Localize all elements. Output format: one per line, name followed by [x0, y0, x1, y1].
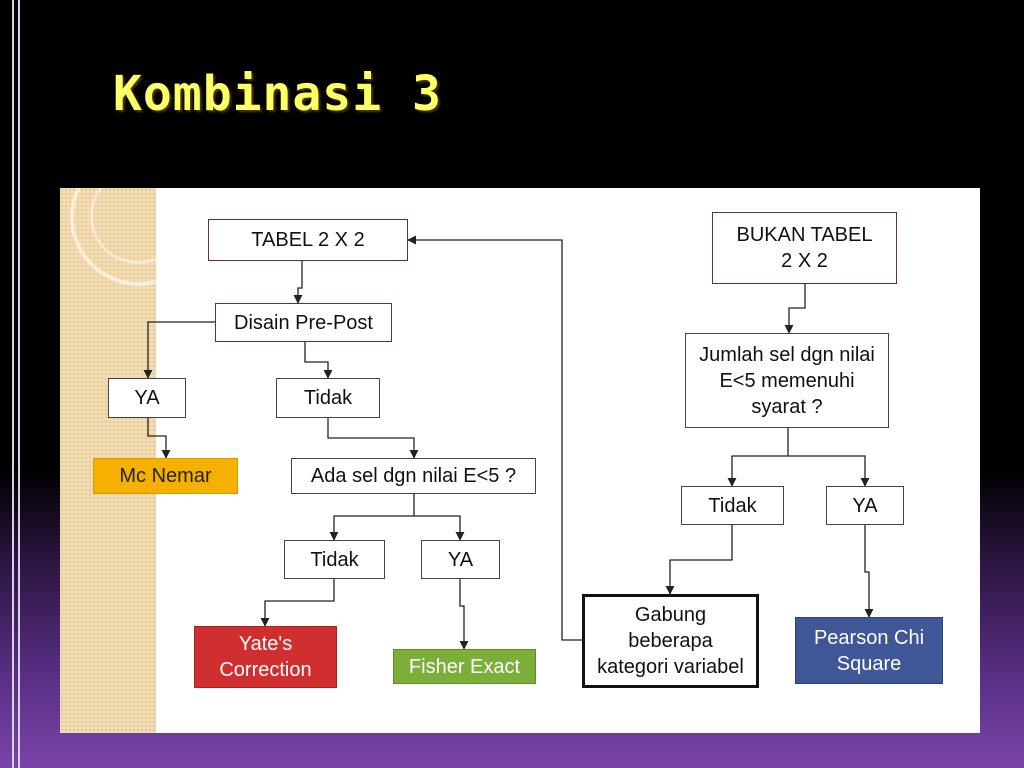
- link-disain-to-ya: [143, 321, 215, 379]
- link-bukan-to-jumlah: [784, 284, 806, 334]
- node-yates-correction: Yate's Correction: [194, 626, 337, 688]
- node-pearson-chi-square: Pearson Chi Square: [795, 617, 943, 684]
- link-tidak2-to-yates: [260, 579, 335, 627]
- link-ya-to-mcnemar: [147, 418, 171, 459]
- node-gabung-line1: Gabung: [634, 604, 707, 626]
- node-ya-left: YA: [108, 378, 186, 418]
- node-fisher-exact: Fisher Exact: [393, 649, 536, 684]
- node-jumlah-line2: E<5 memenuhi: [719, 369, 855, 392]
- node-ada-sel-label: Ada sel dgn nilai E<5 ?: [310, 465, 517, 487]
- node-pearson-line1: Pearson Chi: [813, 626, 925, 649]
- node-ya-2-label: YA: [447, 548, 474, 571]
- slide-edge-line-1: [12, 0, 14, 768]
- node-gabung: Gabung beberapa kategori variabel: [582, 594, 759, 688]
- node-tabel-2x2-label: TABEL 2 X 2: [251, 229, 365, 251]
- node-disain-pre-post-label: Disain Pre-Post: [234, 311, 373, 334]
- node-jumlah-sel: Jumlah sel dgn nilai E<5 memenuhi syarat…: [685, 333, 889, 428]
- decorative-ring-inner: [90, 188, 186, 264]
- link-gabung-to-tabel: [407, 235, 582, 641]
- node-jumlah-line3: syarat ?: [751, 395, 823, 418]
- link-adasel-to-ya: [414, 515, 465, 541]
- node-fisher-exact-label: Fisher Exact: [408, 655, 521, 678]
- link-adasel-branch: [329, 494, 415, 541]
- link-ya2-to-fisher: [459, 579, 469, 650]
- node-mc-nemar-label: Mc Nemar: [119, 465, 212, 487]
- link-disain-to-tidak: [304, 342, 333, 379]
- node-bukan-line1: BUKAN TABEL: [736, 224, 873, 246]
- link-jumlah-branch: [727, 428, 789, 487]
- node-tidak-right: Tidak: [681, 486, 784, 525]
- node-bukan-line2: 2 X 2: [781, 250, 828, 272]
- node-ya-right: YA: [826, 486, 904, 525]
- link-tabel-to-disain: [293, 261, 303, 304]
- node-yates-line2: Correction: [219, 659, 312, 681]
- node-mc-nemar: Mc Nemar: [93, 458, 238, 494]
- node-gabung-line3: kategori variabel: [597, 656, 744, 678]
- link-jumlah-to-ya: [788, 455, 870, 487]
- link-tidak-to-adasel: [327, 418, 419, 459]
- node-ya-2: YA: [421, 540, 500, 579]
- node-gabung-line2: beberapa: [628, 630, 713, 652]
- node-bukan-tabel: BUKAN TABEL 2 X 2: [712, 212, 897, 284]
- flowchart-connectors: [143, 235, 874, 650]
- node-tidak-left-label: Tidak: [303, 387, 353, 409]
- node-pearson-line2: Square: [836, 652, 902, 675]
- node-yates-line1: Yate's: [238, 633, 293, 655]
- node-ada-sel: Ada sel dgn nilai E<5 ?: [291, 458, 536, 494]
- slide-edge-line-2: [18, 0, 20, 768]
- node-ya-left-label: YA: [134, 387, 160, 409]
- node-ya-right-label: YA: [852, 494, 878, 517]
- node-disain-pre-post: Disain Pre-Post: [215, 303, 392, 342]
- node-tabel-2x2: TABEL 2 X 2: [208, 219, 408, 261]
- node-tidak-2: Tidak: [284, 540, 385, 579]
- link-tidak-right-to-gabung: [665, 525, 733, 595]
- slide-title: Kombinasi 3: [113, 66, 442, 122]
- node-jumlah-line1: Jumlah sel dgn nilai: [699, 343, 875, 366]
- node-tidak-left: Tidak: [276, 378, 380, 418]
- link-ya-right-to-pearson: [864, 525, 874, 618]
- node-tidak-2-label: Tidak: [310, 548, 359, 571]
- flowchart-panel: TABEL 2 X 2 Disain Pre-Post YA Tidak Mc …: [60, 188, 980, 733]
- node-tidak-right-label: Tidak: [708, 494, 757, 517]
